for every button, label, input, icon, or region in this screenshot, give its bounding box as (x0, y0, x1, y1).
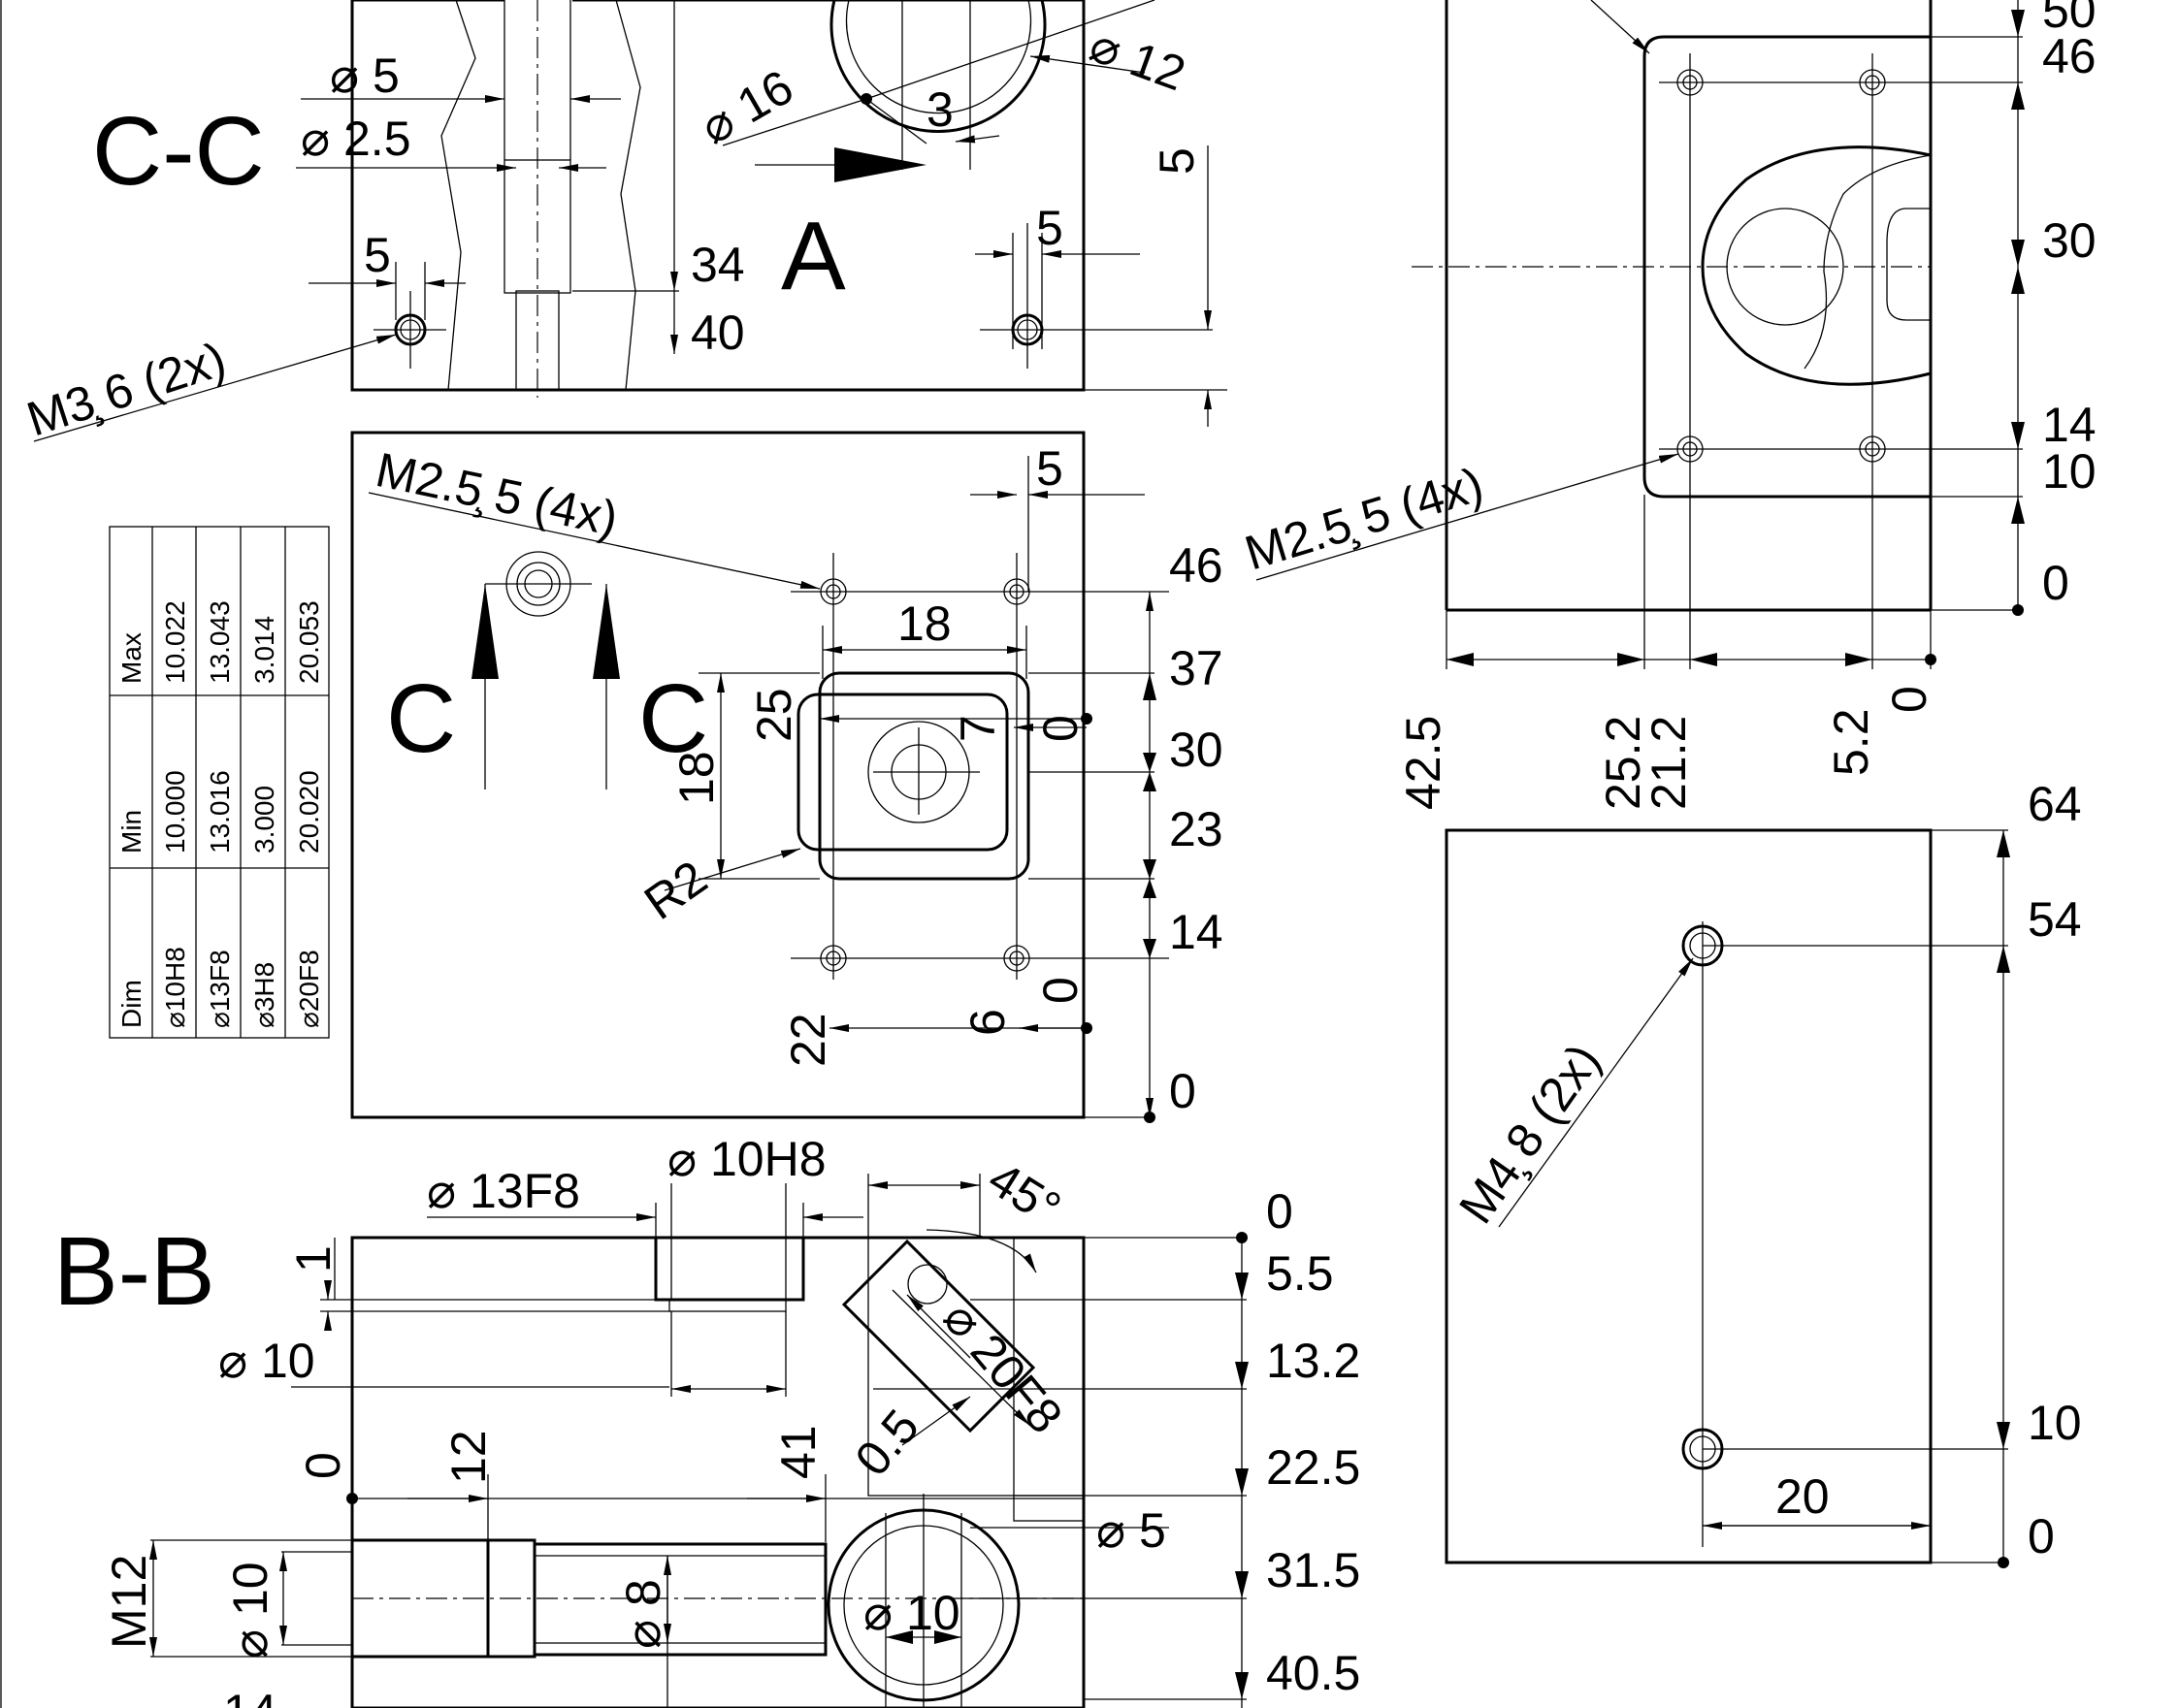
dim-18-height: 18 (669, 751, 724, 805)
ordinate-br-54: 54 (2028, 892, 2082, 947)
dim-7: 7 (951, 715, 1005, 742)
ordinate-37: 37 (1169, 641, 1223, 695)
section-mark-c-left: C (386, 664, 456, 773)
dim-diameter-20f8: ⌀ 20F8 (933, 1291, 1073, 1443)
dim-0-upper: 0 (1033, 715, 1088, 742)
tolerance-table: Dim Min Max ⌀10H8 10.000 10.022 ⌀13F8 13… (109, 526, 330, 1039)
table-cell-dim: ⌀3H8 (249, 962, 279, 1028)
dim-0-lower: 0 (1033, 977, 1088, 1004)
ordinate-br-10: 10 (2028, 1396, 2082, 1450)
table-cell-dim: ⌀10H8 (160, 947, 190, 1028)
table-cell-max: 3.014 (249, 616, 279, 684)
dim-5-right: 5 (1036, 201, 1063, 255)
section-mark-c-right: C (638, 664, 708, 773)
dim-diameter-10-m12: ⌀ 10 (223, 1562, 277, 1659)
thread-callout-m4: M4̧ 8 (2x) (1448, 1034, 1610, 1233)
dim-diameter-10h8: ⌀ 10H8 (667, 1132, 827, 1186)
ordinate-br-64: 64 (2028, 777, 2082, 831)
ordinate-bb-31-5: 31.5 (1266, 1543, 1360, 1597)
dim-0-bb: 0 (296, 1452, 350, 1479)
ordinate-x-5-2: 5.2 (1824, 708, 1878, 776)
section-view-bb: B-B ⌀ 13F8 ⌀ 10H8 45° 1 ⌀ 10 0 12 41 ⌀ 2… (53, 1132, 1360, 1708)
section-view-cc: C-C ⌀ 5 ⌀ 2.5 5 M3̧ 6 (2x) ⌀ 16 ⌀ 12 3 3… (20, 0, 1227, 446)
side-view-right: 50 46 30 14 10 0 M2.5̧ 5 (4x) 42.5 25.2 … (1239, 0, 2097, 810)
dim-6: 6 (960, 1009, 1015, 1036)
dim-12: 12 (441, 1430, 496, 1484)
ordinate-14: 14 (1169, 905, 1223, 959)
dim-diameter-10-left: ⌀ 10 (218, 1334, 315, 1388)
dim-diameter-13f8: ⌀ 13F8 (427, 1164, 580, 1218)
table-cell-max: 10.022 (160, 600, 190, 684)
section-label-cc: C-C (92, 97, 265, 206)
dim-40: 40 (691, 306, 745, 360)
dim-diameter-12: ⌀ 12 (1083, 17, 1192, 102)
table-header-min: Min (116, 810, 146, 854)
ordinate-bb-0: 0 (1266, 1184, 1293, 1239)
ordinate-x-42-5: 42.5 (1396, 716, 1450, 810)
dim-25: 25 (747, 688, 801, 742)
ordinate-bb-5-5: 5.5 (1266, 1246, 1334, 1301)
ordinate-r-30: 30 (2042, 213, 2097, 268)
table-cell-min: 10.000 (160, 770, 190, 854)
dim-5-vertical: 5 (1150, 147, 1204, 175)
thread-callout-m2-5-top: M2.5̧ 5 (4x) (372, 442, 623, 546)
top-holes (791, 553, 1169, 980)
dim-5-left: 5 (364, 228, 391, 282)
table-header-dim: Dim (116, 980, 146, 1028)
dim-5: 5 (1036, 441, 1063, 496)
section-label-bb: B-B (53, 1217, 215, 1326)
table-cell-max: 13.043 (205, 600, 235, 684)
dim-22: 22 (781, 1013, 835, 1067)
ordinate-x-21-2: 21.2 (1642, 716, 1696, 810)
thread-callout-m3: M3̧ 6 (2x) (20, 332, 232, 447)
table-header-max: Max (116, 632, 146, 684)
bottom-view-right: 64 54 10 0 M4̧ 8 (2x) 20 (1445, 777, 2082, 1568)
table-cell-min: 3.000 (249, 786, 279, 854)
dim-34: 34 (691, 238, 745, 292)
table-cell-min: 13.016 (205, 770, 235, 854)
ordinate-r-10: 10 (2042, 444, 2097, 499)
table-cell-dim: ⌀20F8 (294, 950, 324, 1028)
dim-angle-45: 45° (979, 1151, 1070, 1237)
ordinate-x-25-2: 25.2 (1596, 716, 1650, 810)
ordinate-bb-40-5: 40.5 (1266, 1646, 1360, 1700)
thread-callout-m2-5-right: M2.5̧ 5 (4x) (1239, 457, 1489, 580)
dim-diameter-5-bb: ⌀ 5 (1096, 1503, 1166, 1558)
dim-3: 3 (926, 82, 954, 137)
dim-1: 1 (286, 1245, 341, 1273)
ordinate-br-0: 0 (2028, 1509, 2055, 1563)
view-arrow-label-a: A (781, 202, 846, 310)
dim-14-partial: 14 (223, 1685, 277, 1708)
ordinate-r-46: 46 (2042, 29, 2097, 83)
dim-diameter-10-circle: ⌀ 10 (863, 1586, 960, 1640)
dim-diameter-2-5: ⌀ 2.5 (301, 112, 411, 166)
ordinate-23: 23 (1169, 802, 1223, 856)
dim-20: 20 (1775, 1469, 1830, 1524)
dim-chamfer-0-5: 0.5 (845, 1400, 930, 1486)
dim-diameter-5: ⌀ 5 (330, 48, 400, 103)
dim-diameter-16: ⌀ 16 (692, 59, 802, 154)
table-cell-dim: ⌀13F8 (205, 950, 235, 1028)
dim-radius-r2: R2 (634, 850, 716, 930)
ordinate-bb-13-2: 13.2 (1266, 1334, 1360, 1388)
ordinate-r-14: 14 (2042, 398, 2097, 452)
ordinate-r-50: 50 (2042, 0, 2097, 38)
ordinate-x-0: 0 (1882, 686, 1936, 713)
table-cell-max: 20.053 (294, 600, 324, 684)
ordinate-30: 30 (1169, 723, 1223, 777)
top-view: M2.5̧ 5 (4x) 5 18 25 7 0 18 R2 0 22 6 C … (350, 431, 1223, 1123)
table-cell-min: 20.020 (294, 770, 324, 854)
dim-41: 41 (771, 1425, 826, 1479)
ordinate-46: 46 (1169, 538, 1223, 593)
ordinate-bb-22-5: 22.5 (1266, 1440, 1360, 1495)
dim-18-width: 18 (897, 596, 952, 651)
ordinate-r-0: 0 (2042, 556, 2069, 610)
thread-m12: M12 (102, 1555, 156, 1649)
ordinate-0: 0 (1169, 1064, 1196, 1118)
dim-diameter-8: ⌀ 8 (616, 1579, 670, 1649)
